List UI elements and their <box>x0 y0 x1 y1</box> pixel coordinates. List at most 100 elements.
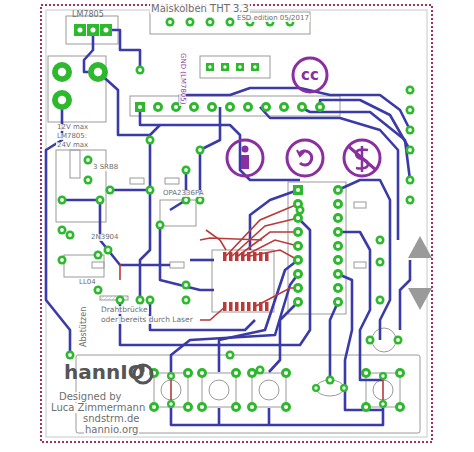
drill-hole <box>378 238 382 242</box>
pad <box>379 400 387 408</box>
pad <box>293 297 303 307</box>
pad-copper <box>186 18 195 27</box>
smd-pad <box>259 252 263 261</box>
drill-hole <box>108 188 112 192</box>
resistor-symbol <box>354 202 366 208</box>
pad-copper <box>206 63 214 71</box>
board-title: Maiskolben THT 3.3 <box>150 4 250 14</box>
drill-hole <box>184 198 188 202</box>
pad <box>166 18 175 27</box>
cc-icon <box>293 58 327 92</box>
pad-copper <box>167 372 175 380</box>
pcb-graphic <box>338 180 390 340</box>
pad-copper <box>376 258 385 267</box>
pad-copper <box>406 126 415 135</box>
pad-copper <box>333 255 343 265</box>
header-outline <box>130 96 340 116</box>
pad <box>395 368 405 378</box>
pad-copper <box>182 166 191 175</box>
pad <box>226 18 235 27</box>
drill-hole <box>148 188 152 192</box>
pad <box>225 102 235 112</box>
pcb-graphic <box>150 300 255 330</box>
pad-copper <box>293 227 303 237</box>
dip-outline <box>288 182 346 314</box>
pcb-graphic <box>219 260 298 372</box>
drill-hole <box>192 105 196 109</box>
pad <box>186 18 195 27</box>
smd-pad <box>253 252 257 261</box>
pad <box>135 102 145 112</box>
voltage-note: 12V max <box>56 124 89 131</box>
pad-copper <box>361 402 371 412</box>
edition-note: ESD edition 05/2017 <box>236 15 310 22</box>
pad <box>333 269 343 279</box>
pad-copper <box>149 402 159 412</box>
resistor-symbol <box>130 178 144 184</box>
pad-copper <box>87 24 99 36</box>
pad <box>333 213 343 223</box>
button-outline <box>252 373 286 407</box>
pad <box>183 402 193 412</box>
smd-pad <box>229 252 233 261</box>
pad <box>293 227 303 237</box>
pad-copper <box>58 196 67 205</box>
pad-copper <box>395 368 405 378</box>
pad-copper <box>293 213 303 223</box>
pad <box>167 400 175 408</box>
pad-copper <box>394 336 403 345</box>
pcb-graphic <box>260 107 398 240</box>
transistor-area <box>56 150 106 222</box>
pad-copper <box>221 63 229 71</box>
drill-hole <box>364 405 368 409</box>
pad-copper <box>136 296 145 305</box>
pcb-graphic <box>218 408 221 425</box>
pad-copper <box>281 402 291 412</box>
drill-hole <box>60 228 64 232</box>
resistor-symbol <box>170 262 184 268</box>
drill-hole <box>138 298 142 302</box>
drill-hole <box>408 88 412 92</box>
drill-hole <box>103 27 108 32</box>
silkscreen <box>48 12 420 433</box>
drill-hole <box>156 105 160 109</box>
pad <box>226 351 235 360</box>
drill-hole <box>318 105 322 109</box>
button-outline <box>202 373 236 407</box>
pad <box>406 176 415 185</box>
pad <box>379 372 387 380</box>
down-arrow-symbol <box>408 288 432 310</box>
drill-hole <box>336 286 340 290</box>
support-note: Abstützen <box>80 306 88 348</box>
drill-hole <box>246 105 250 109</box>
pad-copper <box>58 256 67 265</box>
pad <box>406 126 415 135</box>
drill-hole <box>138 68 142 72</box>
voltage-note: 24V max <box>56 142 89 149</box>
pad-copper <box>58 226 67 235</box>
pad-copper <box>153 102 163 112</box>
pad-copper <box>183 368 193 378</box>
pad-copper <box>333 213 343 223</box>
pad-copper <box>297 102 307 112</box>
pad-copper <box>251 63 259 71</box>
pad <box>406 106 415 115</box>
drill-hole <box>408 128 412 132</box>
drill-hole <box>68 353 72 357</box>
pad-copper <box>261 102 271 112</box>
pcb-graphic <box>382 376 384 404</box>
pad <box>221 63 229 71</box>
pad <box>366 336 375 345</box>
pad <box>182 296 191 305</box>
pad <box>261 102 271 112</box>
drill-hole <box>234 405 238 409</box>
drill-hole <box>264 105 268 109</box>
pad <box>247 368 257 378</box>
nc-icon <box>344 140 380 176</box>
drill-hole <box>186 405 190 409</box>
button-cap <box>209 380 229 400</box>
pcb-graphic <box>338 274 383 410</box>
sa-arrow <box>299 151 312 165</box>
drill-hole <box>184 283 188 287</box>
